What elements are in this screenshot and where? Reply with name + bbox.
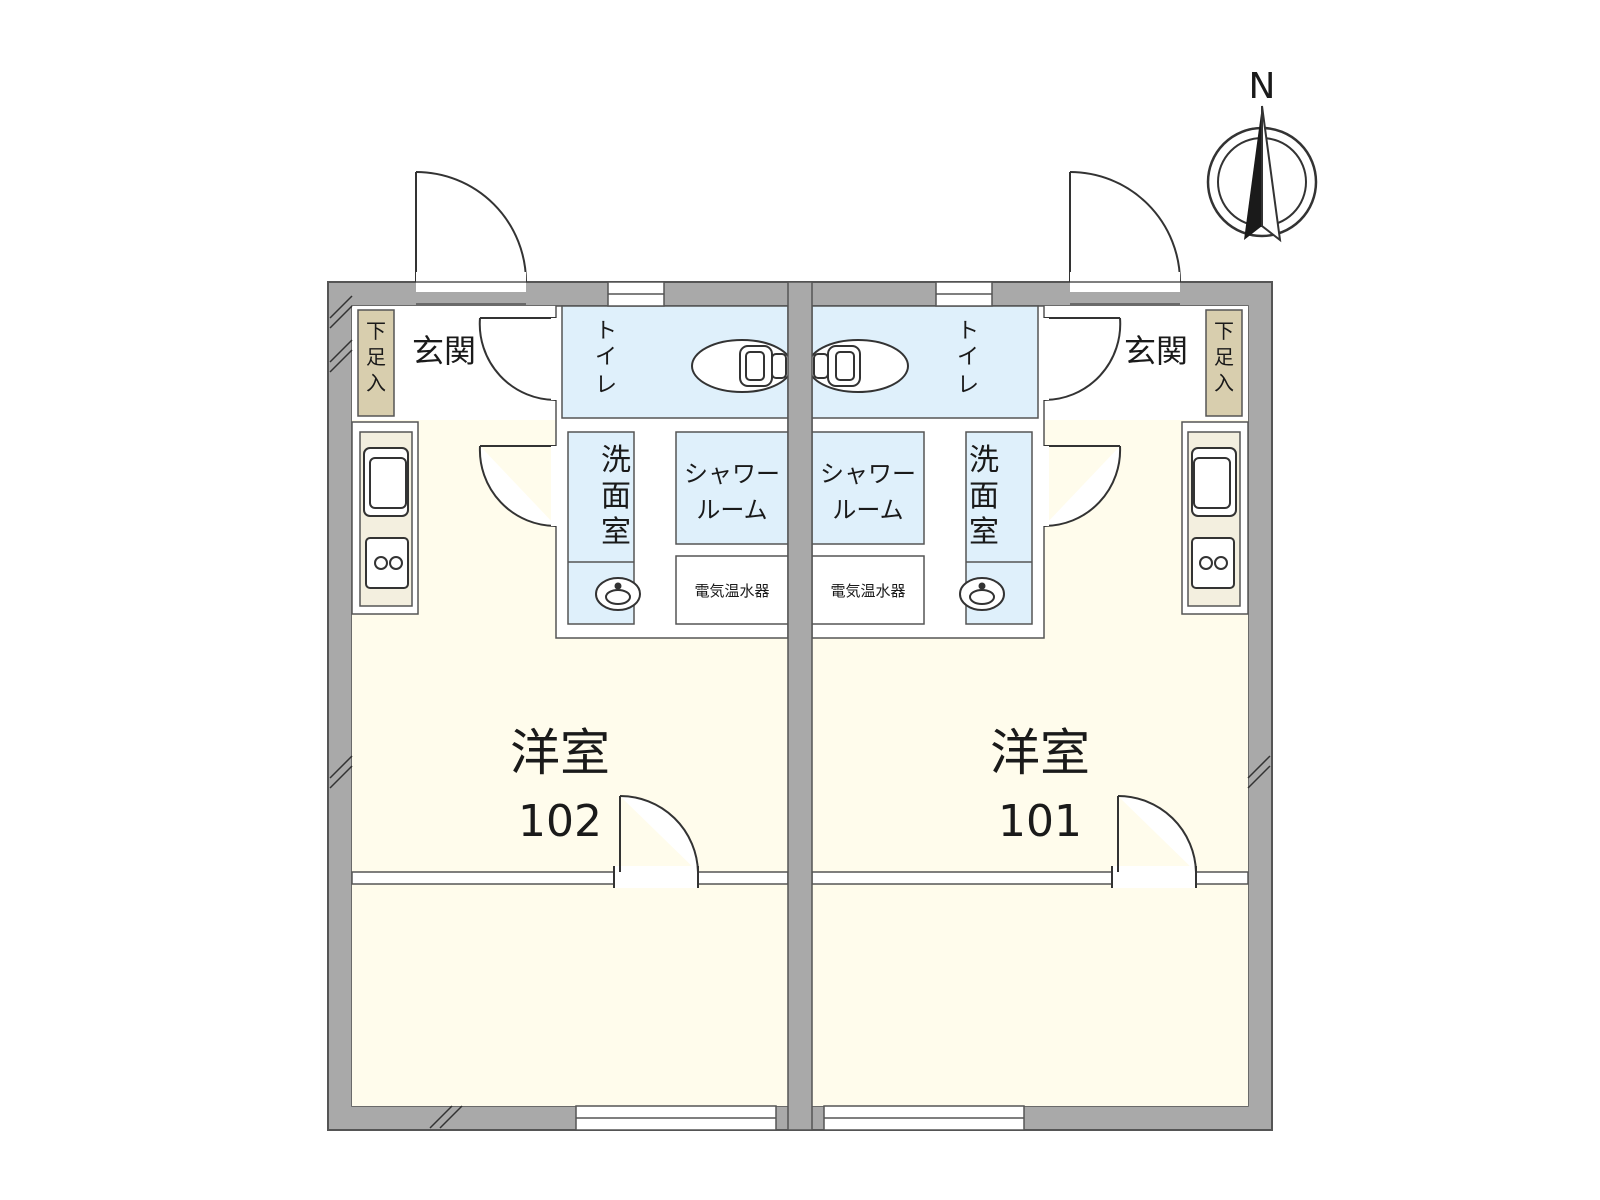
shower-label-1: シャワー <box>820 460 916 488</box>
toilet-door-102[interactable] <box>478 317 561 402</box>
stove-102 <box>365 537 409 589</box>
unit-number: 102 <box>518 796 602 847</box>
toilet-label-3: レ <box>957 373 979 398</box>
window-top-102 <box>607 281 665 307</box>
unit-102 <box>329 171 793 1131</box>
entrance-door-102[interactable] <box>415 171 527 305</box>
water-heater-label: 電気温水器 <box>830 582 905 600</box>
toilet-label-2: イ <box>595 345 617 370</box>
washroom-label-1: 洗 <box>969 443 999 478</box>
washroom-door-101[interactable] <box>1039 445 1122 528</box>
shower-label-1: シャワー <box>684 460 780 488</box>
unit-101 <box>807 171 1271 1131</box>
toilet-label-1: ト <box>595 319 617 344</box>
washroom-label-2: 面 <box>969 479 999 514</box>
toilet-fixture-101 <box>807 339 909 393</box>
shoe-box-102 <box>357 309 395 417</box>
shower-label-2: ルーム <box>696 496 767 524</box>
washroom-label-2: 面 <box>601 479 631 514</box>
shoe-box-label-3: 入 <box>1214 371 1234 395</box>
entrance-door-101[interactable] <box>1069 171 1181 305</box>
room-label: 洋室 <box>990 724 1090 782</box>
toilet-door-101[interactable] <box>1039 317 1122 402</box>
washroom-label-3: 室 <box>969 515 999 550</box>
window-bottom-102 <box>575 1105 777 1131</box>
party-wall <box>787 281 813 1131</box>
washroom-door-102[interactable] <box>478 445 561 528</box>
water-heater-label: 電気温水器 <box>694 582 769 600</box>
shoe-box-label-2: 足 <box>1214 345 1234 369</box>
toilet-fixture-102 <box>691 339 793 393</box>
shower-room-101 <box>811 431 925 545</box>
shower-room-102 <box>675 431 789 545</box>
shoe-box-label-3: 入 <box>366 371 386 395</box>
wall-hatch-101 <box>1247 755 1271 789</box>
wall-hatch-102 <box>329 295 463 1129</box>
north-compass: N <box>1206 66 1318 243</box>
stove-101 <box>1191 537 1235 589</box>
toilet-label-2: イ <box>957 345 979 370</box>
unit-number: 101 <box>998 796 1082 847</box>
shoe-box-label-1: 下 <box>1214 319 1234 343</box>
wash-basin-102 <box>595 577 641 611</box>
kitchen-sink-101 <box>1191 447 1237 517</box>
room-door-102[interactable] <box>613 795 699 888</box>
kitchen-sink-102 <box>363 447 409 517</box>
toilet-label-3: レ <box>595 373 617 398</box>
washroom-label-3: 室 <box>601 515 631 550</box>
shoe-box-101 <box>1205 309 1243 417</box>
north-label: N <box>1249 66 1276 107</box>
room-label: 洋室 <box>510 724 610 782</box>
window-top-101 <box>935 281 993 307</box>
shoe-box-label-1: 下 <box>366 319 386 343</box>
toilet-label-1: ト <box>957 319 979 344</box>
shower-label-2: ルーム <box>832 496 903 524</box>
room-door-101[interactable] <box>1111 795 1197 888</box>
water-heater-101 <box>811 555 925 625</box>
shoe-box-label-2: 足 <box>366 345 386 369</box>
entrance-label: 玄関 <box>1124 332 1188 370</box>
window-bottom-101 <box>823 1105 1025 1131</box>
entrance-label: 玄関 <box>412 332 476 370</box>
washroom-label-1: 洗 <box>601 443 631 478</box>
compass-needle-icon <box>1244 106 1262 240</box>
wash-basin-101 <box>959 577 1005 611</box>
partition-102 <box>351 871 789 885</box>
